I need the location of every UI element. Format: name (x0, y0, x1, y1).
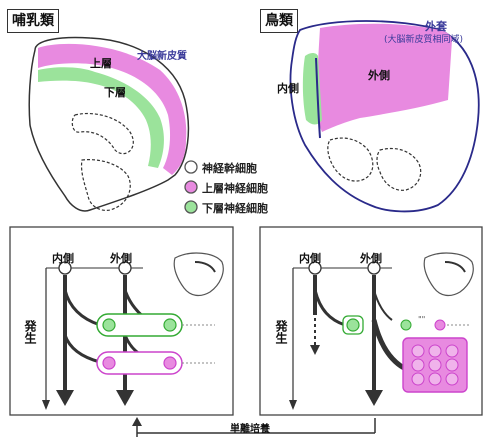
culture-label: 単離培養 (230, 424, 270, 435)
bird-lineage-panel: "" (289, 252, 474, 410)
bird-outer-sub: (大脳新皮質相同域) (384, 35, 464, 45)
culture-connector (132, 417, 376, 437)
mammal-lineage-panel (42, 252, 224, 410)
bird-outer-label: 外套 (425, 20, 447, 33)
mammal-lower-layer-label: 下層 (104, 86, 126, 99)
mammal-panel-outer-label: 外側 (110, 252, 132, 265)
legend-lower-label: 下層神経細胞 (202, 202, 268, 215)
mammal-stem-outer (118, 261, 132, 275)
bird-divider (315, 57, 321, 139)
bird-panel-outer-label: 外側 (360, 252, 382, 265)
mammal-lower-dashed (80, 159, 131, 211)
mammal-development-label: 発生 (23, 320, 37, 344)
bird-panel-frame (259, 226, 483, 416)
legend-stem-circle (184, 160, 198, 174)
bird-stem-outer (367, 261, 381, 275)
bird-outer-region-label: 外側 (368, 69, 390, 82)
bird-magenta-grid (402, 337, 468, 393)
bird-brain-diagram (289, 20, 480, 213)
legend-lower-circle (184, 200, 198, 214)
bird-lower-dashed (376, 147, 422, 191)
bird-development-label: 発生 (274, 320, 288, 344)
legend-upper-circle (184, 180, 198, 194)
mammal-brain-diagram (28, 36, 190, 212)
mammal-panel-inner-label: 内側 (52, 252, 74, 265)
bird-outer-region (317, 23, 452, 132)
bird-title: 鳥類 (260, 9, 298, 33)
mammal-panel-frame (9, 226, 234, 416)
mammal-inner-dashed (71, 112, 134, 155)
mammal-title: 哺乳類 (7, 9, 59, 33)
bird-stem-inner (308, 261, 322, 275)
bird-panel-inner-label: 内側 (299, 252, 321, 265)
mammal-lower-layer (38, 67, 164, 168)
bird-inner-label: 内側 (277, 82, 299, 95)
mammal-upper-layer (38, 43, 187, 175)
legend-stem-label: 神経幹細胞 (202, 162, 257, 175)
mammal-cortex-label: 大脳新皮質 (137, 51, 187, 62)
legend-upper-label: 上層神経細胞 (202, 182, 268, 195)
bird-inner-dashed (327, 137, 374, 182)
svg-text:"": "" (418, 315, 425, 324)
mammal-upper-layer-label: 上層 (90, 57, 112, 70)
legend (184, 160, 198, 214)
mammal-stem-inner (58, 261, 72, 275)
